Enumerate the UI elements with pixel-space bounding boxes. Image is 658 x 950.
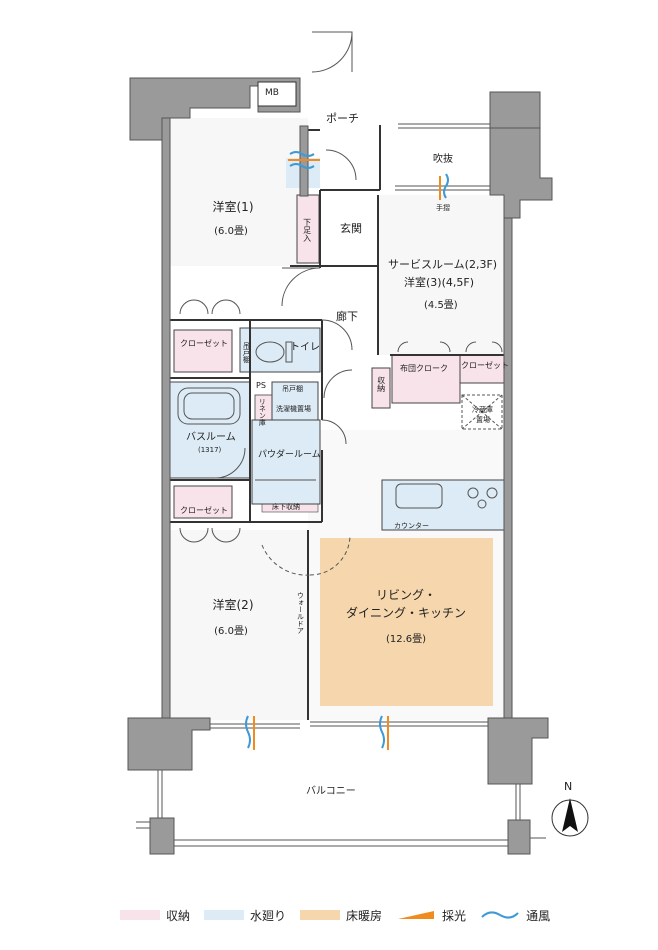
ldk-line2: ダイニング・キッチン — [345, 606, 467, 620]
shoes-label: 下足入 — [302, 218, 312, 242]
fukinuke-label: 吹抜 — [433, 154, 453, 165]
toto-label: 吊戸棚 — [242, 342, 251, 363]
western1-name: 洋室(1) — [212, 200, 254, 214]
balcony-label: バルコニー — [306, 786, 356, 797]
legend-wind: 通風 — [480, 907, 550, 924]
floor-heating-area — [320, 538, 493, 706]
legend-storage-swatch — [120, 910, 160, 920]
legend-floor-heating: 床暖房 — [300, 907, 382, 924]
western1-size: (6.0畳) — [214, 226, 248, 237]
windows — [210, 123, 540, 729]
ldk-line1: リビング・ — [375, 588, 437, 602]
bath-name: バスルーム — [186, 432, 236, 443]
tesuri-label: 手摺 — [436, 204, 450, 212]
corridor-label: 廊下 — [336, 310, 358, 323]
light-wind-markers — [245, 151, 449, 750]
legend-floor-heating-label: 床暖房 — [346, 908, 383, 923]
closet1-label: クローゼット — [180, 339, 228, 348]
exterior-walls — [127, 77, 553, 855]
western2-size: (6.0畳) — [214, 626, 248, 637]
fridge-line2: 置場 — [476, 416, 490, 424]
ldk-size: (12.6畳) — [385, 634, 427, 645]
legend-water-label: 水廻り — [250, 908, 287, 923]
closet-sr-label: クローゼット — [461, 361, 509, 370]
porch-label: ポーチ — [326, 112, 359, 125]
legend-storage-label: 収納 — [166, 908, 191, 923]
western2-name: 洋室(2) — [212, 598, 254, 612]
legend-light-label: 採光 — [442, 908, 467, 923]
legend-water: 水廻り — [204, 907, 286, 924]
balcony-outline — [136, 770, 546, 847]
mb-box — [257, 81, 297, 107]
legend-water-swatch — [204, 910, 245, 920]
washer-label: 洗濯機置場 — [276, 405, 311, 413]
light-icon — [398, 911, 435, 919]
powder-label: パウダールーム — [258, 450, 321, 460]
entrance-label: 玄関 — [340, 222, 362, 235]
compass-icon — [551, 798, 589, 837]
service-room-line1: サービスルーム(2,3F) — [388, 258, 498, 271]
water-areas — [169, 158, 509, 531]
legend-light: 採光 — [396, 907, 466, 924]
north-label: N — [564, 780, 573, 793]
toilet-label: トイレ — [290, 342, 320, 353]
door-swings — [179, 31, 503, 576]
legend-floor-heating-swatch — [300, 910, 341, 920]
legend-wind-label: 通風 — [526, 908, 551, 923]
wind-icon — [481, 911, 519, 919]
fridge-line1: 冷蔵庫 — [472, 406, 493, 414]
walldoor-label: ウォールドア — [296, 592, 305, 634]
futon-cloak-label: 布団クローク — [400, 364, 448, 373]
closet2-label: クローゼット — [180, 506, 228, 515]
ps-label: PS — [256, 381, 266, 390]
linen-label: リネン庫 — [258, 398, 267, 426]
fixtures — [177, 341, 503, 509]
underfloor-label: 床下収納 — [272, 503, 300, 511]
bath-size: (1317) — [198, 446, 222, 454]
interior-walls — [168, 125, 510, 720]
counter-label: カウンター — [394, 522, 429, 530]
storage-label: 収納 — [376, 376, 386, 392]
toto2-label: 吊戸棚 — [282, 385, 303, 393]
service-room-line2: 洋室(3)(4,5F) — [404, 276, 474, 289]
mb-label: MB — [265, 88, 279, 98]
legend-storage: 収納 — [120, 907, 190, 924]
legend: 収納 水廻り 床暖房 採光 通風 — [120, 906, 550, 924]
north-arrow: N — [548, 780, 592, 840]
service-room-size: (4.5畳) — [424, 300, 458, 311]
